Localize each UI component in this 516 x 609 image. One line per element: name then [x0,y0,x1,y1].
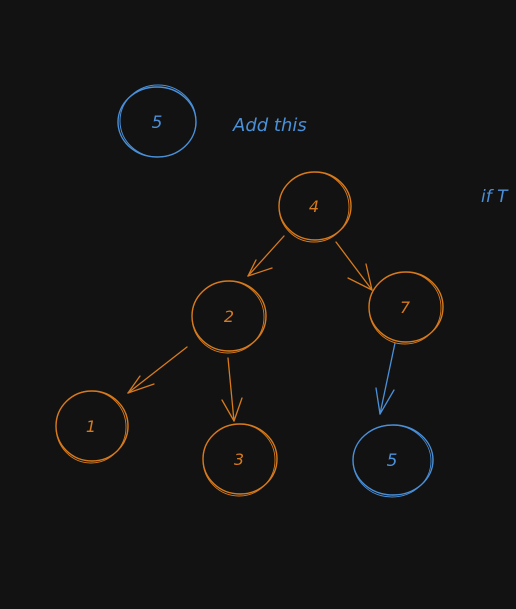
tree-node-2-value: 2 [224,307,234,326]
side-note: if T [481,187,509,207]
new-node: 5 [117,84,197,158]
tree-node-1-value: 1 [86,417,96,436]
add-this-label: Add this [232,115,307,136]
tree-node-3-value: 3 [234,450,244,469]
edge-2-to-3 [221,357,243,422]
edge-4-to-7 [335,241,373,291]
edge-7-to-5 [375,342,396,415]
tree-node-2: 2 [191,280,267,354]
tree-node-1: 1 [55,390,129,464]
edge-2-to-1 [127,346,188,394]
tree-node-4-value: 4 [309,197,319,216]
tree-node-4: 4 [278,171,352,243]
tree-node-7: 7 [368,271,444,345]
new-node-value: 5 [152,113,163,133]
tree-node-3: 3 [202,423,278,497]
tree-node-5-value: 5 [387,451,398,471]
edge-4-to-2 [247,235,285,277]
tree-node-7-value: 7 [400,298,411,317]
tree-node-5-inserted: 5 [352,424,434,498]
